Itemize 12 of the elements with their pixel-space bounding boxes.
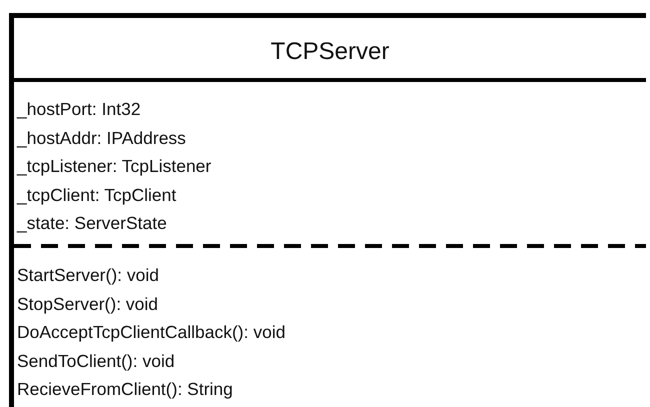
attribute-text: _hostPort: Int32 bbox=[17, 98, 141, 120]
attribute-text: _state: ServerState bbox=[17, 212, 167, 234]
method-text: StartServer(): void bbox=[17, 264, 159, 286]
method-text: StopServer(): void bbox=[17, 292, 158, 314]
attribute-text: _tcpListener: TcpListener bbox=[17, 155, 212, 177]
class-name: TCPServer bbox=[270, 38, 390, 66]
method-text: DoAcceptTcpClientCallback(): void bbox=[17, 321, 286, 343]
attribute-text: _hostAddr: IPAddress bbox=[17, 126, 186, 148]
method-text: SendToClient(): void bbox=[17, 350, 175, 372]
class-box bbox=[9, 13, 646, 407]
attribute-text: _tcpClient: TcpClient bbox=[17, 184, 176, 206]
method-text: RecieveFromClient(): String bbox=[17, 378, 233, 400]
